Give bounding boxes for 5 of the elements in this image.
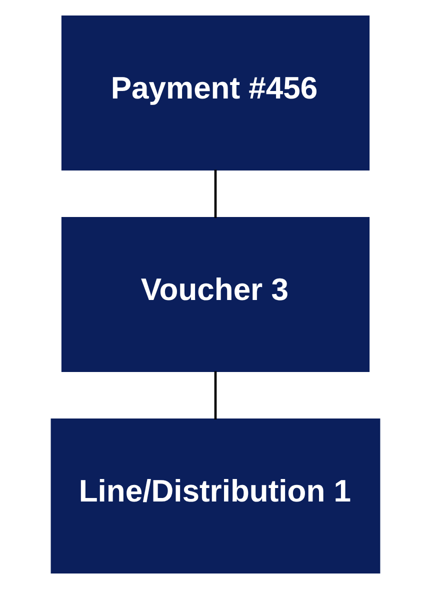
node-box: Line/Distribution 1 bbox=[50, 418, 380, 574]
connector bbox=[214, 170, 216, 218]
node-box: Voucher 3 bbox=[60, 216, 370, 372]
node-box: Payment #456 bbox=[60, 15, 370, 170]
connector bbox=[214, 371, 216, 420]
